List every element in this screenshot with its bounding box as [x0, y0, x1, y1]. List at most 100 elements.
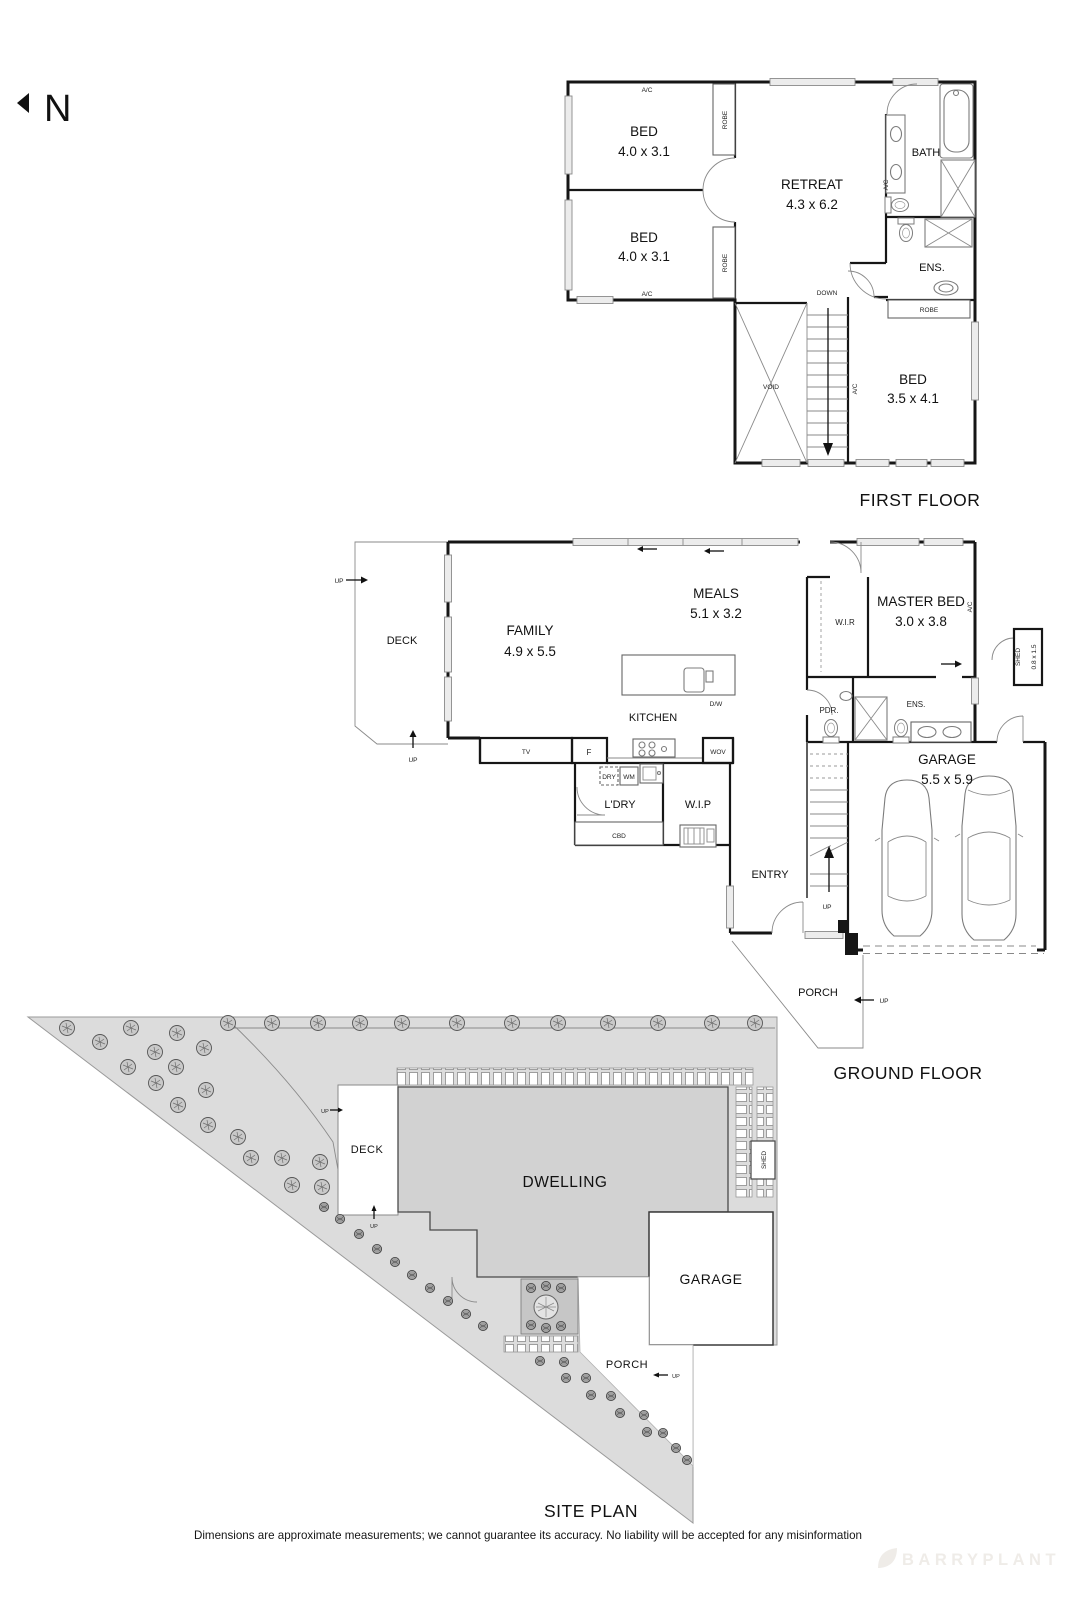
- void-area: [734, 302, 808, 464]
- room-label-family: FAMILY: [506, 623, 553, 638]
- dw-label: D/W: [710, 701, 724, 708]
- room-label-deck: DECK: [387, 635, 418, 647]
- ground-floor-title: GROUND FLOOR: [834, 1063, 983, 1083]
- room-label-wip: W.I.P: [685, 799, 711, 811]
- room-label-ens-ground: ENS.: [907, 700, 926, 709]
- room-label-bath: BATH: [912, 147, 941, 159]
- robe-label-2: ROBE: [722, 253, 729, 272]
- stairs-down-label: DOWN: [817, 290, 838, 297]
- tv-label: TV: [522, 749, 531, 756]
- site-deck: [337, 1084, 399, 1216]
- bath-fixtures: [884, 83, 976, 218]
- ac-label-4: A/C: [852, 383, 859, 394]
- site-deck-boards-top: [396, 1067, 754, 1086]
- brand-leaf-icon: [878, 1548, 897, 1568]
- ac-label-ground: A/C: [967, 601, 974, 612]
- room-dims-garage: 5.5 x 5.9: [921, 772, 973, 787]
- room-label-garage: GARAGE: [918, 752, 976, 767]
- first-floor-plan: BED 4.0 x 3.1 BED 4.0 x 3.1 RETREAT 4.3 …: [564, 78, 980, 510]
- room-dims-bed3: 3.5 x 4.1: [887, 391, 939, 406]
- up-label-deck-side: UP: [334, 578, 343, 585]
- shed-ground: SHED 0.8 x 1.5: [1012, 627, 1044, 687]
- wov-label: WOV: [710, 749, 726, 756]
- site-deck-boards-right-1: [735, 1086, 753, 1198]
- footer: Dimensions are approximate measurements;…: [194, 1529, 1060, 1569]
- brand-watermark: BARRYPLANT: [902, 1551, 1060, 1569]
- first-floor-labels: BED 4.0 x 3.1 BED 4.0 x 3.1 RETREAT 4.3 …: [618, 87, 980, 510]
- site-door-arc: [451, 1276, 478, 1303]
- up-label-deck-bottom: UP: [408, 757, 417, 764]
- kitchen-fixtures: [478, 654, 736, 765]
- car-right: [954, 775, 1024, 941]
- dry-label: DRY: [602, 774, 616, 781]
- room-label-retreat: RETREAT: [781, 177, 843, 192]
- first-floor-robes: [712, 83, 971, 319]
- robe-label-3: ROBE: [920, 307, 939, 314]
- void-label: VOID: [763, 384, 779, 391]
- site-dwelling: [397, 1086, 729, 1278]
- room-label-master: MASTER BED: [877, 594, 965, 609]
- room-label-ldry: L'DRY: [604, 799, 636, 811]
- garage-fixtures: [863, 775, 1044, 954]
- room-label-bed2: BED: [630, 230, 658, 245]
- shed-dims-ground: 0.8 x 1.5: [1031, 644, 1038, 669]
- site-garage: [648, 1211, 774, 1346]
- ground-floor-windows: [444, 538, 979, 939]
- disclaimer-text: Dimensions are approximate measurements;…: [194, 1529, 862, 1542]
- site-up-label-2: UP: [370, 1224, 378, 1230]
- ensuite-fixtures: [897, 217, 973, 296]
- site-steps: [503, 1335, 579, 1353]
- site-labels: DECK DWELLING GARAGE PORCH UP UP UP SITE…: [321, 1109, 742, 1521]
- site-shed-label: SHED: [761, 1151, 768, 1169]
- stairs-down: [806, 303, 848, 463]
- room-dims-family: 4.9 x 5.5: [504, 644, 556, 659]
- cbd-label: CBD: [612, 833, 626, 840]
- site-label-porch: PORCH: [606, 1359, 648, 1371]
- powder-ensuite-fixtures: [822, 690, 972, 744]
- site-up-label-1: UP: [321, 1109, 329, 1115]
- room-label-kitchen: KITCHEN: [629, 712, 677, 724]
- site-label-deck: DECK: [351, 1144, 384, 1156]
- site-label-garage: GARAGE: [680, 1271, 743, 1287]
- ground-porch-outline: [731, 920, 864, 1049]
- site-up-label-3: UP: [672, 1374, 680, 1380]
- room-label-wir: W.I.R: [835, 618, 855, 627]
- first-floor-windows: [564, 78, 979, 467]
- wm-label: WM: [623, 774, 635, 781]
- site-label-dwelling: DWELLING: [523, 1174, 608, 1191]
- room-dims-bed1: 4.0 x 3.1: [618, 144, 670, 159]
- ac-label-1: A/C: [642, 87, 653, 94]
- stairs-up: [809, 753, 849, 892]
- car-left: [874, 779, 940, 937]
- north-label: N: [44, 88, 71, 130]
- room-label-ens-first: ENS.: [919, 262, 945, 274]
- room-label-bed1: BED: [630, 124, 658, 139]
- room-label-meals: MEALS: [693, 586, 739, 601]
- robe-label-1: ROBE: [722, 110, 729, 129]
- first-floor-title: FIRST FLOOR: [860, 490, 981, 510]
- room-dims-bed2: 4.0 x 3.1: [618, 249, 670, 264]
- ground-floor-plan: SHED 0.8 x 1.5 DECK FAMILY 4.9 x 5.5 MEA…: [334, 538, 1047, 1083]
- deck-outline: [354, 541, 448, 745]
- site-plan-title: SITE PLAN: [544, 1501, 638, 1521]
- up-label-porch: UP: [879, 998, 888, 1005]
- ground-floor-doors: [576, 541, 1024, 934]
- shed-label-ground: SHED: [1015, 648, 1022, 666]
- ac-label-2: A/C: [642, 291, 653, 298]
- fridge-label: F: [587, 748, 592, 757]
- room-dims-retreat: 4.3 x 6.2: [786, 197, 838, 212]
- site-plan: SHED: [26, 1015, 778, 1525]
- room-dims-master: 3.0 x 3.8: [895, 614, 947, 629]
- ac-label-3: A/C: [883, 179, 890, 190]
- room-label-pdr: PDR.: [819, 706, 838, 715]
- first-floor-doors: [702, 83, 918, 300]
- room-label-entry: ENTRY: [751, 869, 789, 881]
- room-label-porch: PORCH: [798, 987, 838, 999]
- site-porch: [577, 1276, 694, 1467]
- site-shed: [750, 1140, 776, 1180]
- site-arrows: [330, 1107, 668, 1378]
- ground-floor-arrows: [346, 546, 962, 1004]
- north-compass-icon: N: [17, 88, 71, 130]
